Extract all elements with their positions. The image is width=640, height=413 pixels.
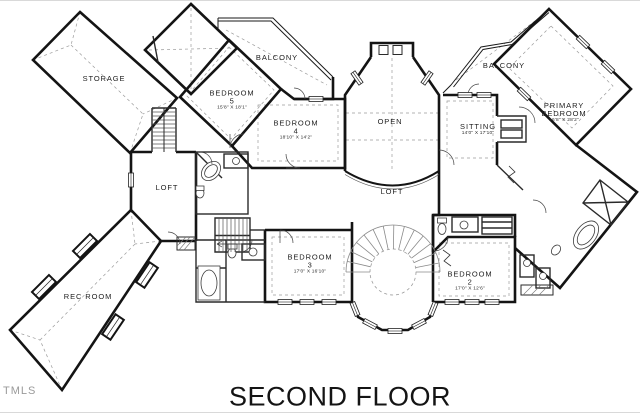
rec-room-outline	[8, 208, 163, 393]
wall-break-marks	[442, 165, 516, 267]
back-stair	[216, 218, 248, 252]
sink	[248, 247, 258, 257]
hatched-areas	[176, 236, 554, 296]
primary-outline	[492, 7, 633, 147]
interior-walls	[151, 35, 629, 303]
right-wing-outline	[514, 143, 639, 290]
sink	[459, 220, 469, 230]
balcony-railings	[217, 9, 550, 94]
toilet	[550, 244, 562, 256]
loft-left-walls	[129, 150, 196, 210]
loft-arch	[344, 170, 440, 190]
upper-stair	[152, 108, 176, 152]
stair-bay-outline	[350, 301, 439, 332]
exterior-walls	[8, 2, 639, 393]
toilet	[437, 223, 447, 235]
balcony-left-endwalls	[294, 77, 335, 101]
bedroom4-outline	[231, 87, 347, 170]
rec-hall-walls	[161, 152, 198, 243]
curved-stair	[345, 224, 441, 296]
door-arcs	[167, 83, 547, 253]
watermark-text: TMLS	[3, 385, 37, 397]
sink	[539, 272, 547, 280]
rec-room-bays	[30, 232, 159, 341]
bedroom3-outline	[263, 222, 354, 304]
bedroom2-bath-walls	[431, 213, 517, 252]
floor-title: SECOND FLOOR	[228, 381, 452, 412]
sitting-walls	[443, 93, 499, 165]
sink	[523, 259, 531, 267]
bathtub	[200, 269, 218, 297]
fireplace	[378, 45, 403, 55]
top-edge-line	[0, 0, 640, 1]
bath-fixtures	[195, 157, 600, 301]
sink	[232, 157, 240, 165]
attic-outline	[143, 2, 239, 96]
dashed-ceiling-lines	[9, 8, 614, 391]
bedroom2-outline	[432, 235, 517, 304]
